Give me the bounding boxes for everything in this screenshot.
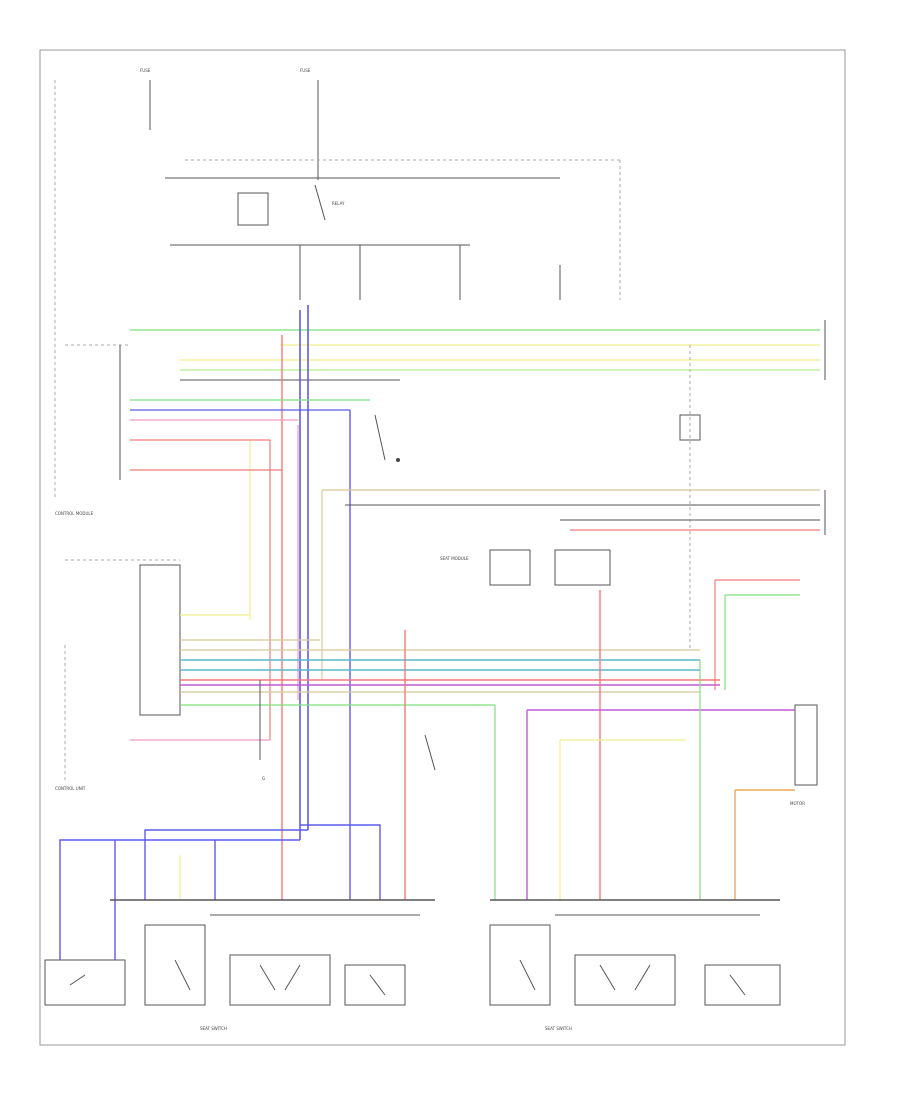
mid-module-label: CONTROL UNIT [55,786,86,791]
relay-label: RELAY [332,201,345,206]
center-module-left [489,549,531,586]
diagram-frame [39,49,846,1046]
mid-module-body [139,564,181,716]
blue-route-left-2 [144,829,308,900]
center-module-left-label: SEAT MODULE [440,556,469,561]
fuse-label: FUSE [300,68,311,73]
right-switch-label: SEAT SWITCH [545,1026,572,1031]
fuse-label: FUSE [140,68,151,73]
right-diode-box [679,414,701,441]
module-main-label: CONTROL MODULE [55,511,94,516]
relay-switch [314,184,326,221]
lumbar-switch [44,959,126,1006]
motor-label: MOTOR [790,801,805,806]
left-seat-switch: SEAT SWITCH [110,899,435,1031]
blue-route-right [300,824,381,900]
center-module-right [554,549,611,586]
relay-coil [237,192,269,226]
seat-motor [794,704,818,786]
blue-route-left [59,839,300,900]
ground-label: G [262,776,265,781]
fuse-block-left: FUSE [140,68,151,130]
center-switch [424,734,436,771]
lumbar-contact [69,974,86,986]
right-seat-switch: SEAT SWITCH [489,899,781,1031]
left-switch-label: SEAT SWITCH [200,1026,227,1031]
fuse-block-right: FUSE [300,68,319,180]
ground-dot [396,458,400,462]
ground-switch [374,414,386,461]
